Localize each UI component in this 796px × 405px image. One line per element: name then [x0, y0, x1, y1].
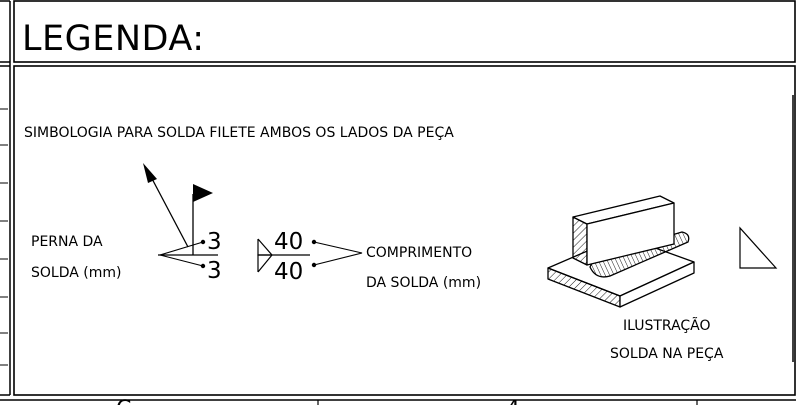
top-leg-value: 3 — [207, 229, 222, 255]
footer-cell2-text: 4 — [506, 397, 520, 405]
leg-dot-bottom — [200, 263, 206, 269]
length-leader-lines — [313, 241, 363, 266]
length-label-line1: COMPRIMENTO — [366, 245, 472, 261]
footer-cell1-text: C — [116, 397, 131, 405]
length-dot-bottom — [311, 262, 317, 268]
illustration-label-line1: ILUSTRAÇÃO — [623, 317, 711, 334]
length-dot-top — [311, 239, 317, 245]
top-length-value: 40 — [274, 229, 303, 255]
weld-symbol — [143, 163, 310, 273]
legend-title: LEGENDA: — [22, 19, 205, 59]
fillet-triangle-icon — [739, 226, 778, 269]
symbology-caption: SIMBOLOGIA PARA SOLDA FILETE AMBOS OS LA… — [24, 125, 454, 141]
bottom-length-value: 40 — [274, 259, 303, 285]
leg-leader-lines — [157, 241, 204, 267]
leg-label-line2: SOLDA (mm) — [31, 265, 121, 281]
leg-dot-top — [200, 239, 206, 245]
weld-illustration — [547, 195, 695, 308]
length-label-line2: DA SOLDA (mm) — [366, 275, 481, 291]
illustration-label-line2: SOLDA NA PEÇA — [610, 346, 724, 362]
leg-label-line1: PERNA DA — [31, 234, 103, 250]
bottom-leg-value: 3 — [207, 258, 222, 284]
